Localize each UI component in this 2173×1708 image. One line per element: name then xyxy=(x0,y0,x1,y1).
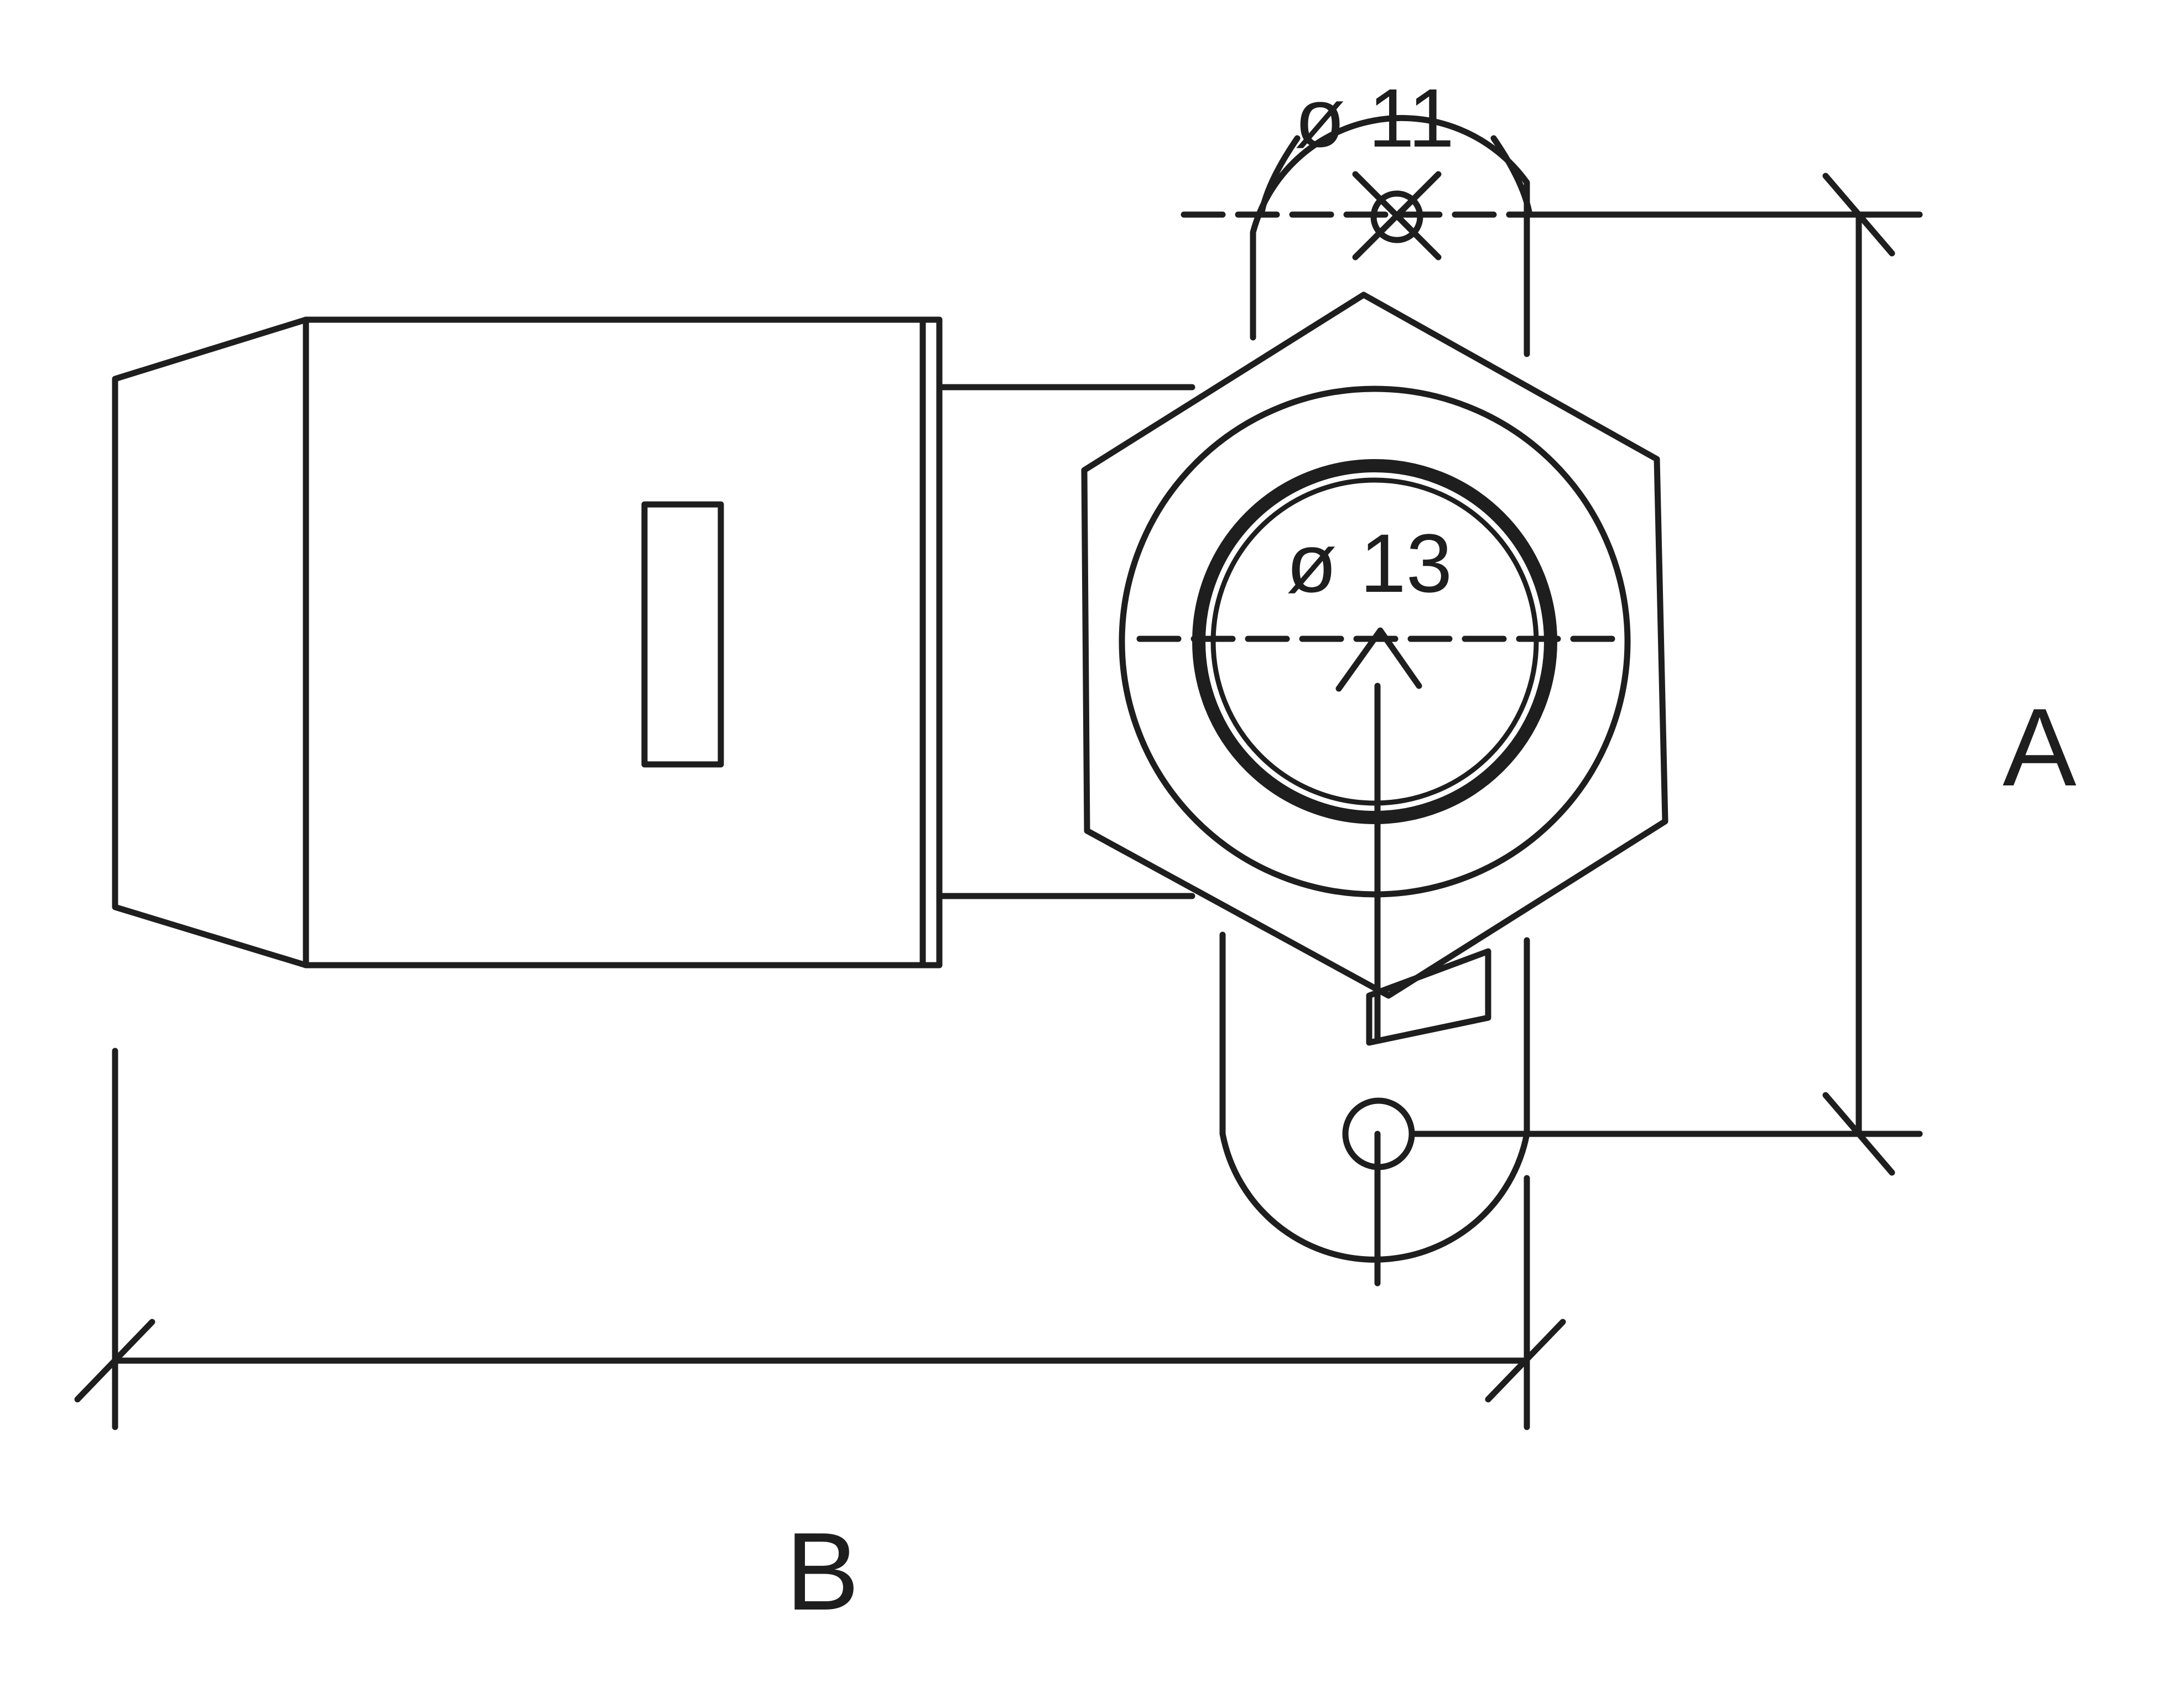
label-hole-large: ø 13 xyxy=(1286,517,1452,610)
top-hole-arc-right xyxy=(1490,135,1533,218)
barrel-tapered-front xyxy=(112,316,309,968)
label-dim-a: A xyxy=(2003,686,2077,809)
barrel-main-body xyxy=(303,316,926,968)
spindle-cross-1 xyxy=(1335,627,1384,692)
lower-hole xyxy=(1342,1097,1923,1170)
label-hole-small: ø 11 xyxy=(1295,71,1454,164)
spindle-cross-2 xyxy=(1377,627,1422,689)
hex-nut xyxy=(1081,291,1668,999)
cam-arm-top-lobe xyxy=(1250,114,1530,357)
lock-barrel xyxy=(112,316,1195,968)
centerlines xyxy=(1136,211,1619,1287)
dim-b-tick-right xyxy=(1485,1319,1566,1403)
spindle-center-mark xyxy=(1335,627,1422,692)
label-dim-b: B xyxy=(786,1510,859,1633)
dimension-b xyxy=(74,1048,1566,1430)
dim-a-tick-bottom xyxy=(1822,1092,1895,1176)
top-hole-circle xyxy=(1370,190,1423,243)
dimension-a xyxy=(1540,173,1923,1176)
key-slot xyxy=(641,501,724,768)
dim-b-tick-left xyxy=(74,1319,155,1403)
cam-stop-tab xyxy=(1366,948,1491,1046)
barrel-flange xyxy=(919,316,943,968)
top-hole-arc-left xyxy=(1258,135,1301,218)
dim-a-tick-top xyxy=(1822,173,1895,257)
top-hole-mark xyxy=(1258,135,1533,261)
top-hole-cross-2 xyxy=(1352,171,1442,261)
